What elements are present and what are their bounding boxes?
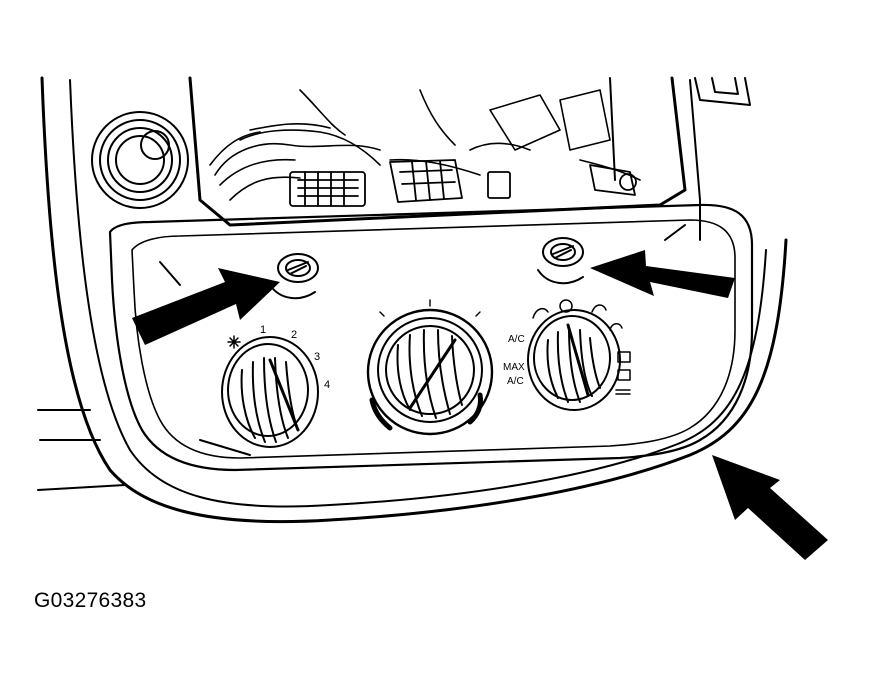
mode-labels: A/C MAX A/C [503, 334, 525, 387]
fan-icon [227, 335, 241, 349]
callout-arrow-bezel-edge [712, 455, 828, 560]
figure-id-label: G03276383 [34, 589, 147, 612]
callout-arrow-left-screw [132, 268, 280, 345]
temperature-knob [366, 308, 494, 436]
fan-speed-labels: 1 2 3 4 [260, 324, 330, 391]
dash-bezel [37, 76, 788, 524]
fan-speed-label-3: 3 [314, 351, 320, 363]
dash-switch [694, 77, 751, 106]
electrical-connector [487, 171, 511, 199]
control-panel-faceplate [108, 203, 754, 472]
air-vent [91, 111, 189, 209]
electrical-connector [289, 171, 366, 207]
retaining-screw-right [537, 237, 584, 285]
mode-label-max: MAX [503, 362, 525, 373]
vent-mode-icons [532, 299, 631, 395]
mode-label-ac: A/C [508, 334, 525, 345]
fan-speed-label-4: 4 [324, 379, 330, 391]
retaining-screw-left [269, 253, 319, 300]
mode-selector-knob [527, 309, 621, 411]
mode-label-max-ac: A/C [507, 376, 524, 387]
fan-speed-knob [221, 336, 319, 448]
electrical-connector [389, 159, 463, 203]
callout-arrow-right-screw [590, 250, 735, 298]
fan-speed-label-1: 1 [260, 324, 266, 336]
scale-ticks [379, 299, 481, 317]
electrical-connector [589, 164, 637, 196]
fan-speed-label-2: 2 [291, 329, 297, 341]
